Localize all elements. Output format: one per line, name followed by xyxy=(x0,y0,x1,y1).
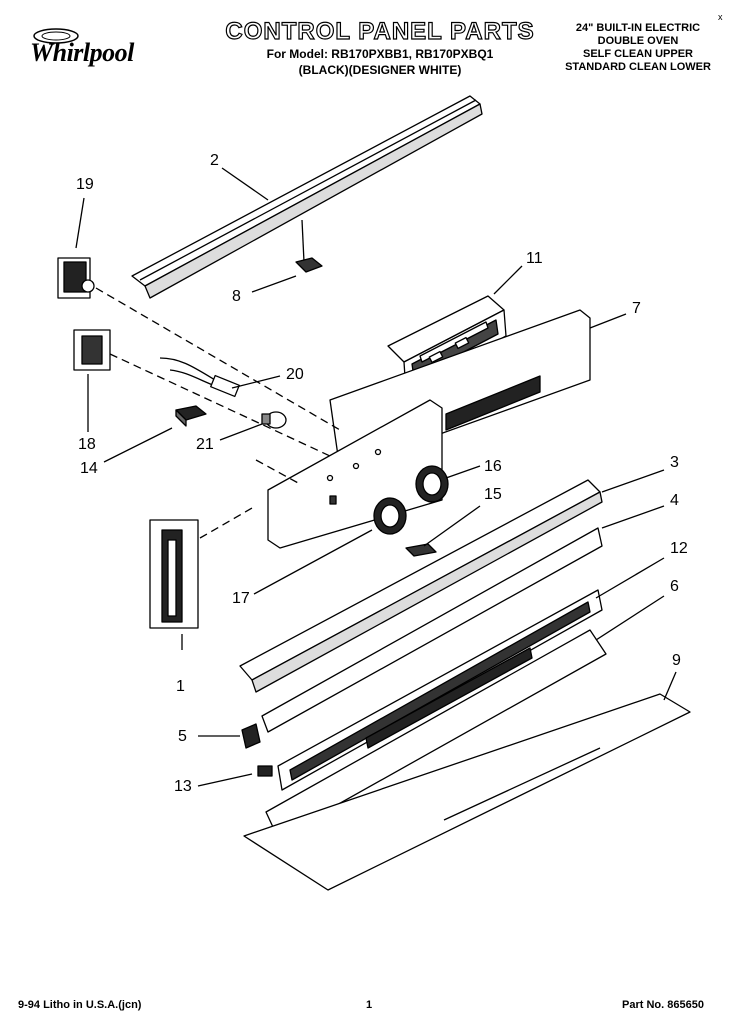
callout-5: 5 xyxy=(178,728,187,745)
callout-16: 16 xyxy=(484,458,502,475)
callout-15: 15 xyxy=(484,486,502,503)
page-number: 1 xyxy=(366,999,373,1011)
desc-line-4: STANDARD CLEAN LOWER xyxy=(565,61,711,73)
part-16-knob xyxy=(415,465,449,503)
model-line-1: For Model: RB170PXBB1, RB170PXBQ1 xyxy=(266,47,494,61)
part-3-trim xyxy=(239,479,603,693)
brand-name: Whirlpool xyxy=(30,38,134,67)
part-18-switch xyxy=(73,329,111,371)
part-number: Part No. 865650 xyxy=(622,999,704,1011)
part-17-knob xyxy=(373,497,407,535)
model-line-2: (BLACK)(DESIGNER WHITE) xyxy=(298,63,462,77)
part-4-trim xyxy=(261,527,603,733)
callout-4: 4 xyxy=(670,492,679,509)
part-15-tab xyxy=(405,543,437,557)
part-19-switch xyxy=(57,257,95,299)
corner-mark: x xyxy=(718,12,723,22)
whirlpool-logo xyxy=(20,24,160,76)
part-2-top-trim xyxy=(131,95,483,299)
litho-note: 9-94 Litho in U.S.A.(jcn) xyxy=(18,999,142,1011)
leader-lines xyxy=(75,167,677,787)
callout-13: 13 xyxy=(174,778,192,795)
model-info: For Model: RB170PXBB1, RB170PXBQ1 (BLACK… xyxy=(200,46,560,78)
part-9-bottom xyxy=(243,693,691,891)
part-12-bracket xyxy=(277,589,603,791)
callout-14: 14 xyxy=(80,460,98,477)
callout-6: 6 xyxy=(670,578,679,595)
callout-19: 19 xyxy=(76,176,94,193)
callout-21: 21 xyxy=(196,436,214,453)
callout-18: 18 xyxy=(78,436,96,453)
callout-7: 7 xyxy=(632,300,641,317)
callout-9: 9 xyxy=(672,652,681,669)
desc-line-2: DOUBLE OVEN xyxy=(597,35,679,47)
callout-20: 20 xyxy=(286,366,304,383)
callout-2: 2 xyxy=(210,152,219,169)
callout-1: 1 xyxy=(176,678,185,695)
part-13-clip xyxy=(257,765,273,777)
product-description: 24" BUILT-IN ELECTRIC DOUBLE OVEN SELF C… xyxy=(548,22,728,74)
part-8-clip xyxy=(295,219,323,273)
part-1-bracket xyxy=(149,519,199,629)
part-5-clip xyxy=(241,723,261,749)
callout-3: 3 xyxy=(670,454,679,471)
callout-17: 17 xyxy=(232,590,250,607)
part-14-switch xyxy=(175,405,207,427)
callout-8: 8 xyxy=(232,288,241,305)
assembly-lines xyxy=(95,287,341,539)
part-20-socket xyxy=(159,357,240,398)
page-title: CONTROL PANEL PARTS xyxy=(225,17,535,45)
desc-line-3: SELF CLEAN UPPER xyxy=(582,48,693,60)
part-21-bulb xyxy=(261,411,287,429)
callout-11: 11 xyxy=(526,250,543,267)
desc-line-1: 24" BUILT-IN ELECTRIC xyxy=(575,22,701,34)
callout-12: 12 xyxy=(670,540,688,557)
